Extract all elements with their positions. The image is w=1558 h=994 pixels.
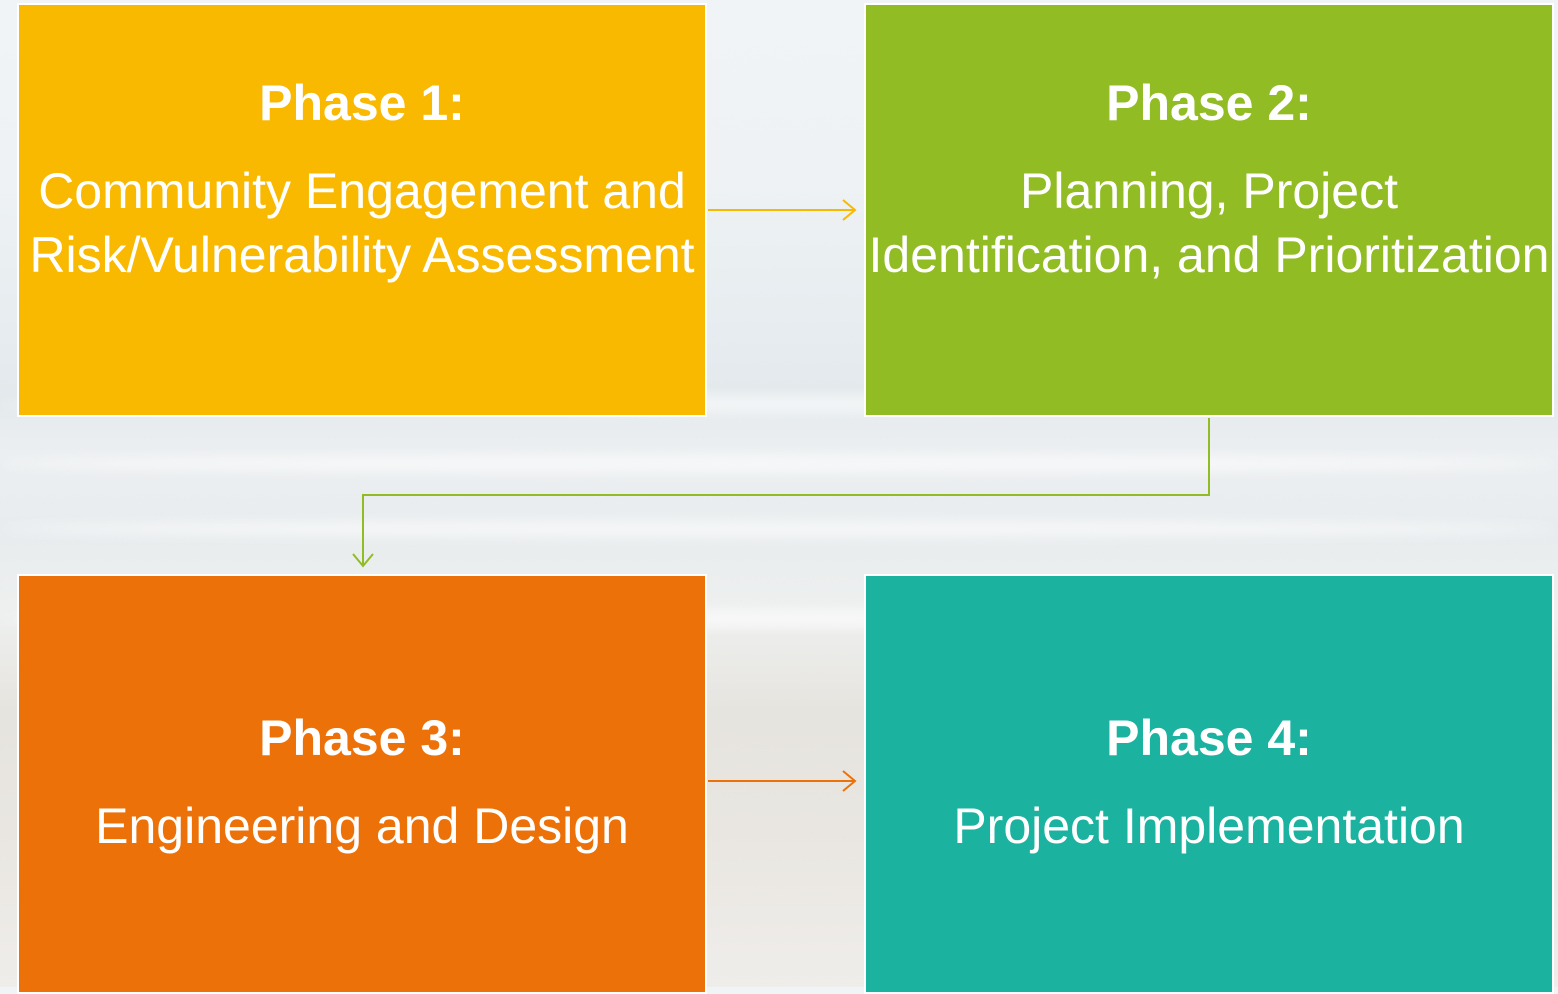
phase-2-box: Phase 2: Planning, Project Identificatio… (864, 3, 1554, 417)
phase-1-box: Phase 1: Community Engagement and Risk/V… (17, 3, 707, 417)
phase-1-title: Phase 1: (259, 75, 465, 131)
phase-2-description: Planning, Project Identification, and Pr… (866, 159, 1552, 287)
connector-phase-3-to-phase-4 (708, 770, 857, 792)
phase-1-description-text: Community Engagement and Risk/Vulnerabil… (29, 163, 695, 283)
phase-3-title: Phase 3: (259, 710, 465, 766)
phase-3-description: Engineering and Design (95, 798, 629, 854)
phase-4-title: Phase 4: (1106, 710, 1312, 766)
background-wave (0, 520, 1558, 538)
phase-4-box: Phase 4: Project Implementation (864, 574, 1554, 994)
phase-2-description-text: Planning, Project Identification, and Pr… (868, 163, 1550, 283)
connector-phase-1-to-phase-2 (708, 199, 857, 221)
phase-3-box: Phase 3: Engineering and Design (17, 574, 707, 994)
background-wave (0, 455, 1558, 473)
phase-4-description: Project Implementation (953, 798, 1465, 854)
connector-phase-2-to-phase-3 (352, 418, 1210, 568)
phase-2-title: Phase 2: (1106, 75, 1312, 131)
phase-1-description: Community Engagement and Risk/Vulnerabil… (19, 159, 705, 287)
